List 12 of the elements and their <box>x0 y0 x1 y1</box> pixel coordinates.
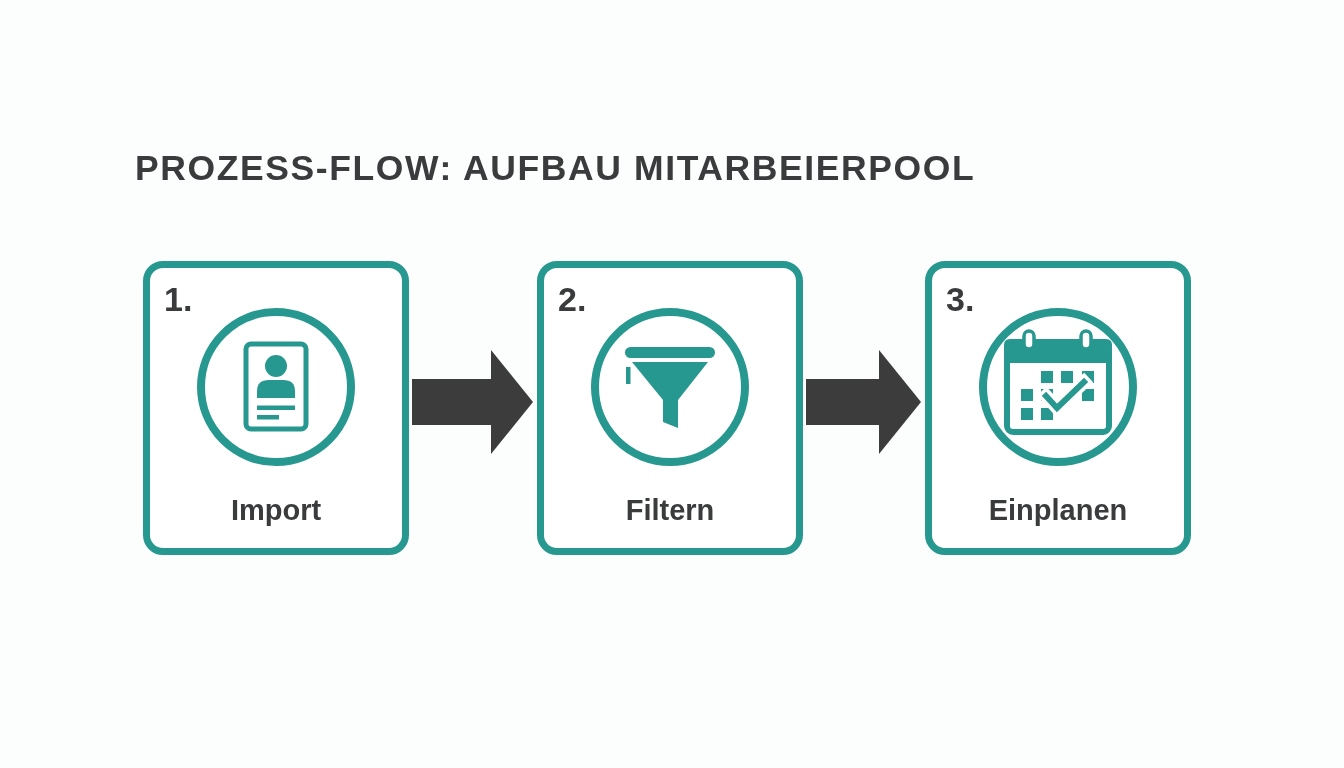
step-card <box>537 261 803 555</box>
block-arrow <box>412 350 533 454</box>
step-label: Import <box>230 493 322 527</box>
step-number: 1. <box>164 280 193 318</box>
step-label: Einplanen <box>988 493 1128 527</box>
block-arrow <box>806 350 921 454</box>
step-card <box>143 261 409 555</box>
step-card <box>925 261 1191 555</box>
step-label: Filtern <box>625 493 715 527</box>
step-number: 2. <box>558 280 587 318</box>
step-number: 3. <box>946 280 975 318</box>
diagram-title: PROZESS-FLOW: AUFBAU MITARBEIERPOOL <box>135 147 976 189</box>
